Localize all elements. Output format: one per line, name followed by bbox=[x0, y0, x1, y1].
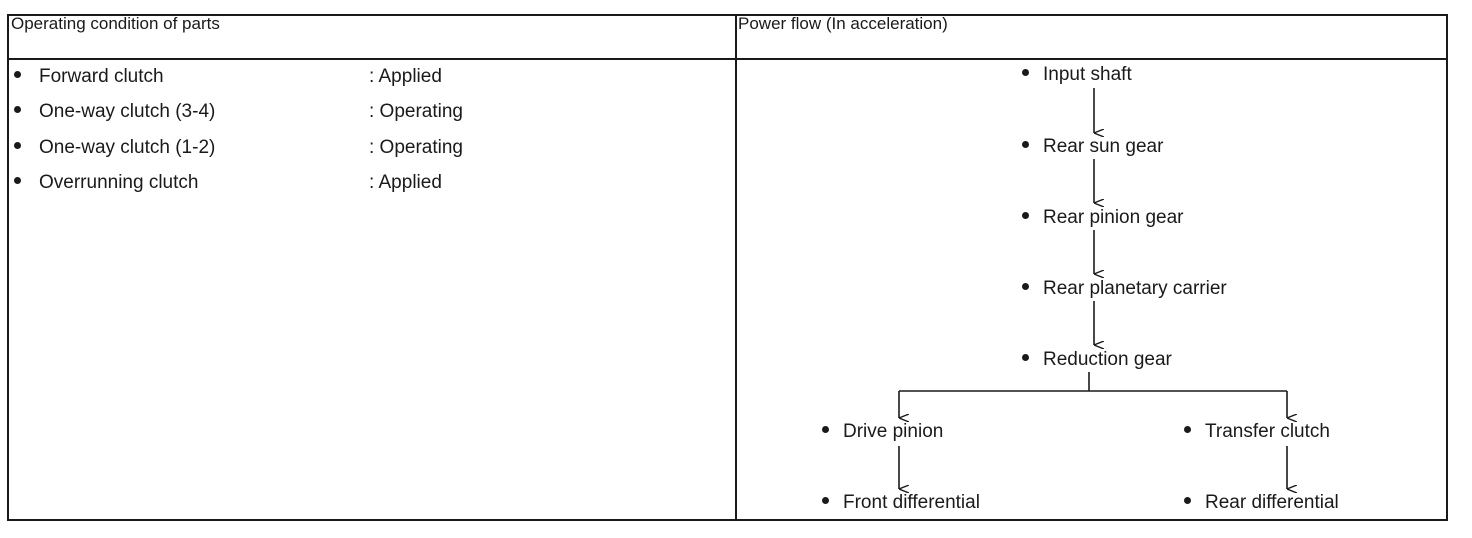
condition-part: Forward clutch bbox=[39, 66, 164, 87]
flow-node-rear-differential: Rear differential bbox=[1184, 492, 1339, 514]
condition-row: Forward clutch : Applied bbox=[14, 66, 442, 88]
bullet-icon bbox=[14, 71, 21, 79]
bullet-icon bbox=[1022, 212, 1029, 220]
flow-label: Input shaft bbox=[1043, 64, 1132, 85]
flow-node-transfer-clutch: Transfer clutch bbox=[1184, 421, 1330, 443]
flow-label: Drive pinion bbox=[843, 421, 944, 442]
bullet-icon bbox=[822, 426, 829, 434]
flow-node-input-shaft: Input shaft bbox=[1022, 64, 1132, 86]
bullet-icon bbox=[1022, 283, 1029, 291]
bullet-icon bbox=[1022, 354, 1029, 362]
bullet-icon bbox=[14, 106, 21, 114]
bullet-icon bbox=[1184, 426, 1191, 434]
bullet-icon bbox=[14, 142, 21, 150]
flow-label: Rear differential bbox=[1205, 492, 1339, 513]
bullet-icon bbox=[822, 497, 829, 505]
condition-status: : Operating bbox=[369, 137, 463, 158]
flow-label: Reduction gear bbox=[1043, 349, 1172, 370]
flow-node-rear-pinion-gear: Rear pinion gear bbox=[1022, 207, 1183, 229]
condition-status: : Operating bbox=[369, 101, 463, 122]
bullet-icon bbox=[1022, 141, 1029, 149]
flow-node-drive-pinion: Drive pinion bbox=[822, 421, 943, 443]
bullet-icon bbox=[14, 177, 21, 185]
flow-node-front-differential: Front differential bbox=[822, 492, 980, 514]
right-column-header: Power flow (In acceleration) bbox=[738, 14, 948, 33]
bullet-icon bbox=[1022, 69, 1029, 77]
condition-status: : Applied bbox=[369, 66, 442, 87]
condition-row: One-way clutch (1-2) : Operating bbox=[14, 137, 463, 159]
condition-part: Overrunning clutch bbox=[39, 172, 199, 193]
flow-node-rear-planetary-carrier: Rear planetary carrier bbox=[1022, 278, 1227, 300]
flow-node-reduction-gear: Reduction gear bbox=[1022, 349, 1172, 371]
condition-row: Overrunning clutch : Applied bbox=[14, 172, 442, 194]
condition-part: One-way clutch (1-2) bbox=[39, 137, 216, 158]
flow-label: Rear pinion gear bbox=[1043, 207, 1184, 228]
header-divider bbox=[9, 58, 1446, 60]
operating-table bbox=[7, 14, 1448, 521]
flow-label: Transfer clutch bbox=[1205, 421, 1330, 442]
bullet-icon bbox=[1184, 497, 1191, 505]
flow-label: Rear sun gear bbox=[1043, 136, 1164, 157]
condition-part: One-way clutch (3-4) bbox=[39, 101, 216, 122]
column-divider bbox=[735, 16, 737, 519]
left-column-header: Operating condition of parts bbox=[11, 14, 220, 33]
condition-status: : Applied bbox=[369, 172, 442, 193]
flow-label: Front differential bbox=[843, 492, 980, 513]
flow-node-rear-sun-gear: Rear sun gear bbox=[1022, 136, 1163, 158]
flow-label: Rear planetary carrier bbox=[1043, 278, 1227, 299]
condition-row: One-way clutch (3-4) : Operating bbox=[14, 101, 463, 123]
